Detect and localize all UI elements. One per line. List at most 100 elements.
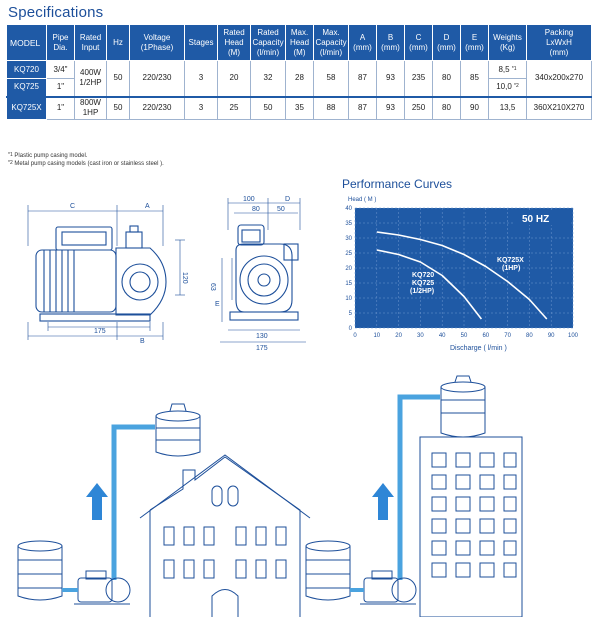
dim-label: 175 bbox=[94, 328, 106, 335]
chart-series bbox=[376, 231, 548, 320]
x-tick-label: 100 bbox=[568, 333, 579, 339]
max-capacity-cell: 88 bbox=[313, 95, 349, 120]
x-tick-label: 60 bbox=[482, 333, 489, 339]
voltage-cell: 220/230 bbox=[129, 60, 185, 97]
arrow-up-icon bbox=[86, 483, 108, 520]
side-view-drawing bbox=[27, 205, 185, 340]
dim-label: C bbox=[70, 203, 75, 210]
x-tick-label: 50 bbox=[461, 333, 468, 339]
side-view-labels: C A 175 B 120 bbox=[70, 203, 188, 345]
dim-label: 63 bbox=[209, 283, 216, 291]
rated-capacity-cell: 32 bbox=[250, 60, 286, 97]
a-cell: 87 bbox=[348, 60, 377, 97]
arrow-up-icon bbox=[372, 483, 394, 520]
packing-cell: 340x200x270 bbox=[526, 60, 592, 97]
dim-label: E bbox=[215, 301, 220, 308]
max-capacity-cell: 58 bbox=[313, 60, 349, 97]
dim-label: A bbox=[145, 203, 150, 210]
dim-label: 175 bbox=[256, 345, 268, 352]
hz-cell: 50 bbox=[106, 60, 130, 97]
front-view-drawing bbox=[220, 198, 306, 343]
footnote: *1 Plastic pump casing model. bbox=[8, 152, 88, 159]
y-tick-label: 35 bbox=[345, 221, 352, 227]
y-tick-label: 15 bbox=[345, 281, 352, 287]
performance-curves-title: Performance Curves bbox=[342, 177, 453, 191]
curve-label-kq720: KQ720 KQ725 (1/2HP) bbox=[410, 272, 436, 295]
y-tick-label: 25 bbox=[345, 251, 352, 257]
c-cell: 235 bbox=[404, 60, 433, 97]
e-cell: 90 bbox=[460, 95, 489, 120]
header-weights: Weights(Kg) bbox=[488, 24, 527, 61]
x-tick-label: 10 bbox=[373, 333, 380, 339]
footnotes: *1 Plastic pump casing model. *2 Metal p… bbox=[8, 152, 164, 168]
model-cell: KQ725X bbox=[6, 95, 47, 120]
series-line-kq725x bbox=[376, 231, 548, 320]
stages-cell: 3 bbox=[184, 95, 218, 120]
y-tick-label: 20 bbox=[345, 266, 352, 272]
b-cell: 93 bbox=[376, 60, 405, 97]
y-tick-label: 10 bbox=[345, 296, 352, 302]
x-tick-label: 40 bbox=[439, 333, 446, 339]
weight-cell: 13,5 bbox=[488, 95, 527, 120]
x-tick-label: 90 bbox=[548, 333, 555, 339]
pipe-cell: 1" bbox=[46, 95, 75, 120]
front-view-labels: 100 D 80 50 63 E 130 175 bbox=[209, 196, 290, 352]
frequency-badge bbox=[514, 211, 570, 225]
x-tick-label: 20 bbox=[395, 333, 402, 339]
dim-label: 50 bbox=[277, 206, 285, 213]
header-voltage: Voltage(1Phase) bbox=[129, 24, 185, 61]
rated-head-cell: 25 bbox=[217, 95, 251, 120]
x-tick-label: 0 bbox=[353, 333, 357, 339]
x-tick-label: 70 bbox=[504, 333, 511, 339]
header-b: B(mm) bbox=[376, 24, 405, 61]
header-max-capacity: Max.Capacity(l/min) bbox=[313, 24, 349, 61]
frequency-label: 50 HZ bbox=[522, 214, 549, 225]
dim-label: D bbox=[285, 196, 290, 203]
curve-label-kq725x: KQ725X (1HP) bbox=[497, 257, 526, 272]
y-axis-label: Head ( M ) bbox=[348, 197, 376, 203]
specifications-title: Specifications bbox=[8, 4, 104, 21]
header-max-head: Max.Head(M) bbox=[285, 24, 314, 61]
c-cell: 250 bbox=[404, 95, 433, 120]
dim-label: 80 bbox=[252, 206, 260, 213]
header-e: E(mm) bbox=[460, 24, 489, 61]
packing-cell: 360X210X270 bbox=[526, 95, 592, 120]
header-c: C(mm) bbox=[404, 24, 433, 61]
building-windows bbox=[431, 452, 517, 578]
model-cell: KQ720 bbox=[6, 60, 47, 79]
header-d: D(mm) bbox=[432, 24, 461, 61]
dim-label: 120 bbox=[181, 272, 188, 284]
y-tick-label: 40 bbox=[345, 206, 352, 212]
x-axis-label: Discharge ( l/min ) bbox=[450, 345, 507, 352]
x-tick-label: 30 bbox=[417, 333, 424, 339]
header-stages: Stages bbox=[184, 24, 218, 61]
max-head-cell: 35 bbox=[285, 95, 314, 120]
building-illustration bbox=[305, 375, 523, 617]
chart-ticks: 0 5 10 15 20 25 30 35 40 0 10 20 30 40 50 60 70 80 90 100 bbox=[345, 206, 578, 339]
rated-head-cell: 20 bbox=[217, 60, 251, 97]
dim-label: 100 bbox=[243, 196, 255, 203]
rated-capacity-cell: 50 bbox=[250, 95, 286, 120]
footnote: *2 Metal pump casing models (cast iron o… bbox=[8, 160, 164, 167]
y-tick-label: 5 bbox=[349, 311, 353, 317]
dim-label: 130 bbox=[256, 333, 268, 340]
header-hz: Hz bbox=[106, 24, 130, 61]
a-cell: 87 bbox=[348, 95, 377, 120]
dim-label: B bbox=[140, 338, 145, 345]
y-tick-label: 0 bbox=[349, 326, 353, 332]
x-tick-label: 80 bbox=[526, 333, 533, 339]
performance-chart: Head ( M ) 0 5 10 15 20 25 30 35 40 0 10 20 30 40 50 60… bbox=[345, 197, 578, 352]
y-tick-label: 30 bbox=[345, 236, 352, 242]
house-illustration bbox=[17, 403, 311, 617]
stages-cell: 3 bbox=[184, 60, 218, 97]
series-line-kq720-kq725 bbox=[376, 249, 483, 320]
